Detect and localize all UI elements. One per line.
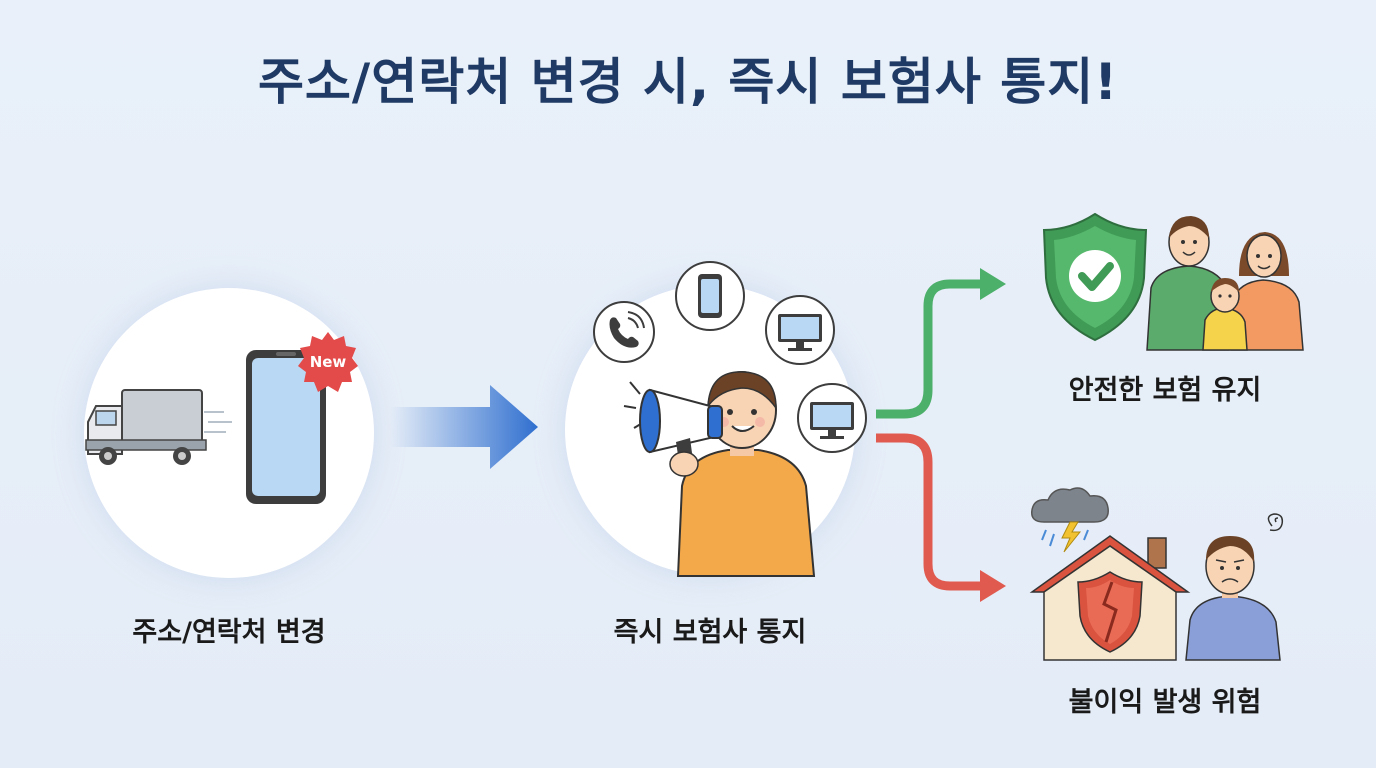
monitor-icon xyxy=(765,295,835,365)
step1-caption: 주소/연락처 변경 xyxy=(132,617,326,648)
shield-check-icon xyxy=(1042,212,1148,342)
mobile-icon xyxy=(675,261,745,331)
arrow-right-icon xyxy=(390,385,538,469)
desktop-icon xyxy=(797,383,867,453)
outcome1-caption: 안전한 보험 유지 xyxy=(1068,375,1262,406)
family-icon xyxy=(1146,216,1304,351)
worried-person-icon xyxy=(1185,513,1284,661)
new-badge-label: New xyxy=(310,353,347,371)
person-icon xyxy=(676,371,816,577)
truck-icon xyxy=(85,389,232,465)
phone-call-icon xyxy=(593,301,655,363)
outcome2-caption: 불이익 발생 위험 xyxy=(1068,687,1262,718)
storm-cloud-icon xyxy=(1031,487,1109,553)
new-badge-icon: New xyxy=(298,332,358,392)
branch-arrows xyxy=(876,268,1006,602)
smartphone-icon xyxy=(246,350,326,504)
step2-caption: 즉시 보험사 통지 xyxy=(613,617,807,648)
broken-shield-house-icon xyxy=(1029,535,1191,661)
page-title: 주소/연락처 변경 시, 즉시 보험사 통지! xyxy=(257,53,1119,111)
megaphone-icon xyxy=(623,381,723,477)
